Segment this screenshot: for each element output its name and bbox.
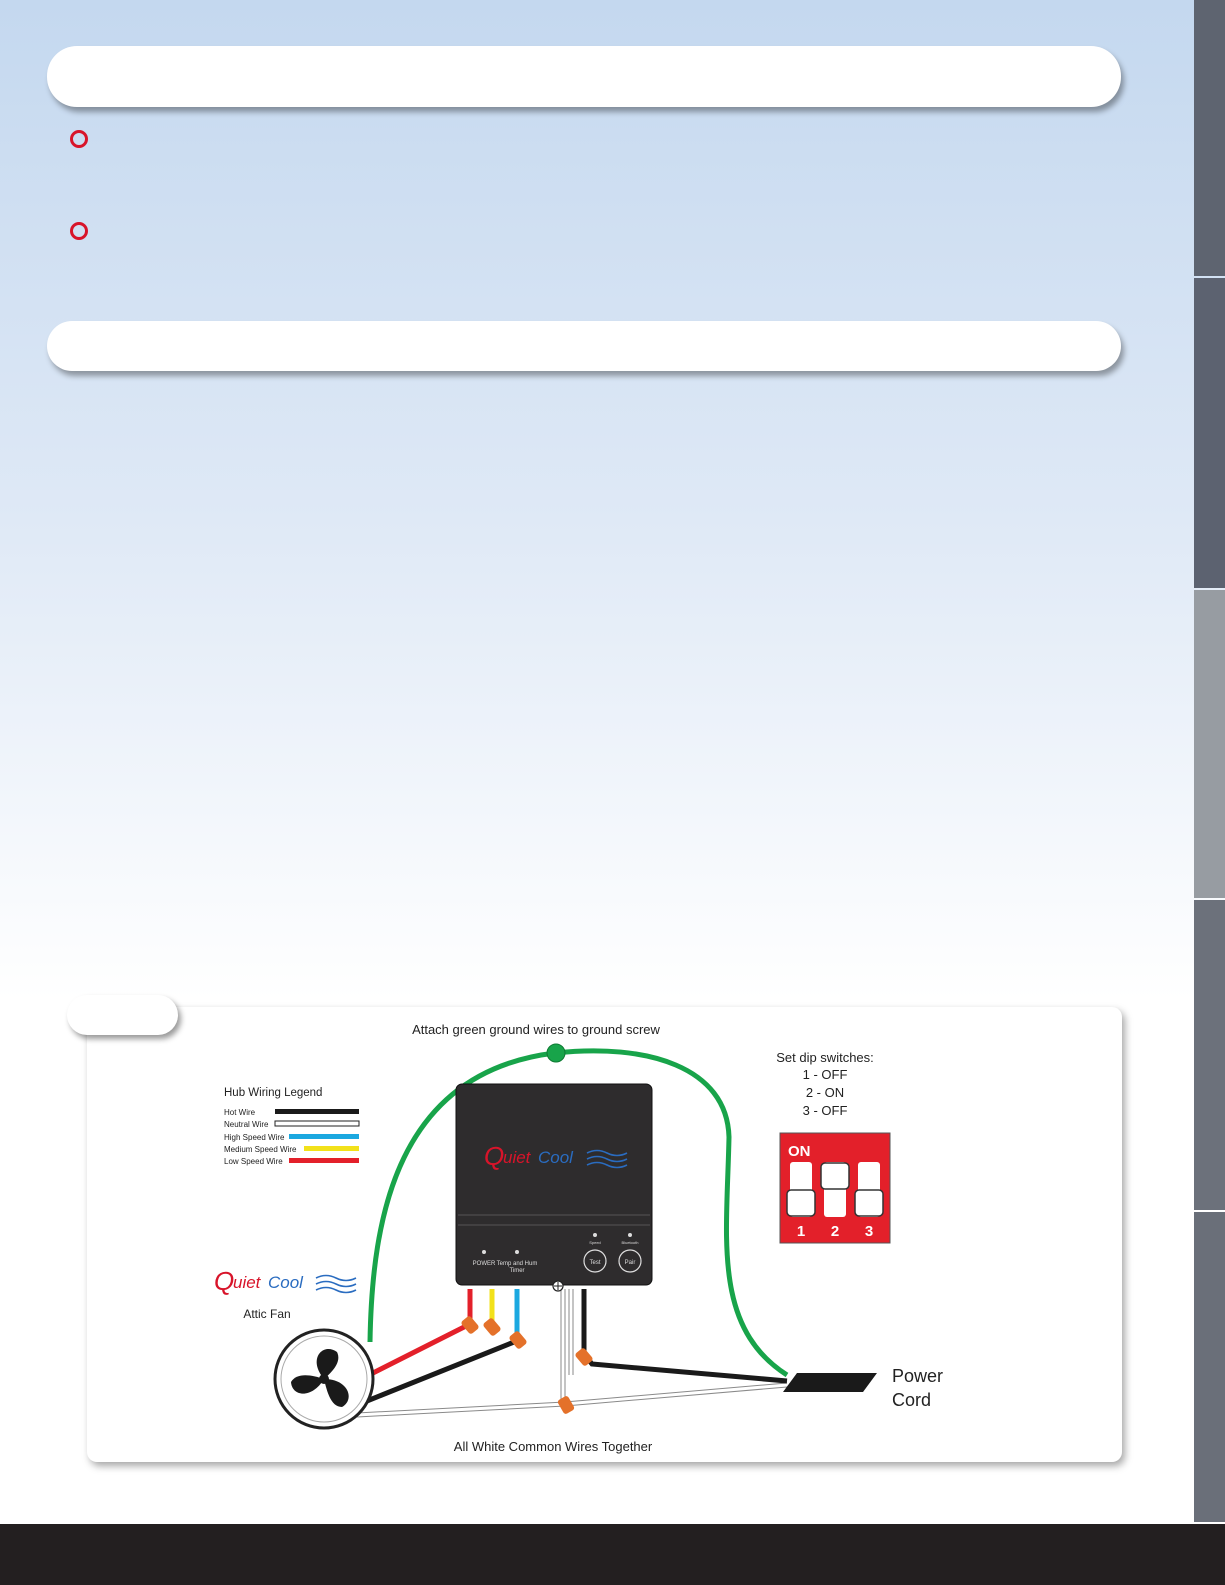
hub-brand-q: Q bbox=[484, 1141, 504, 1171]
side-tab-4[interactable] bbox=[1194, 900, 1225, 1210]
fan-logo-q: Q bbox=[214, 1266, 234, 1296]
footer-bar bbox=[0, 1524, 1225, 1585]
fan-logo-waves-icon bbox=[315, 1274, 357, 1294]
ground-wire bbox=[367, 1048, 789, 1378]
power-cord-label-line-2: Cord bbox=[892, 1390, 931, 1410]
dip-switch-3[interactable] bbox=[854, 1189, 884, 1217]
wire-nut-medium bbox=[483, 1318, 501, 1336]
hub-brand-cool: Cool bbox=[538, 1148, 574, 1167]
wiring-legend: Hub Wiring Legend Hot Wire Neutral Wire … bbox=[224, 1087, 360, 1166]
legend-title: Hub Wiring Legend bbox=[224, 1087, 322, 1099]
dip-switch-block: ON 1 2 3 bbox=[779, 1132, 891, 1244]
fan-logo-uiet: uiet bbox=[233, 1273, 262, 1292]
dip-on-label: ON bbox=[788, 1143, 811, 1160]
side-tab-5[interactable] bbox=[1194, 1212, 1225, 1522]
section-header-2 bbox=[47, 321, 1121, 371]
bullet-marker-2 bbox=[70, 222, 88, 240]
pair-button[interactable] bbox=[618, 1249, 642, 1273]
legend-neutral-swatch bbox=[274, 1120, 360, 1127]
power-cord bbox=[783, 1373, 877, 1392]
wire-nut-hot bbox=[575, 1348, 593, 1366]
attic-fan-icon bbox=[273, 1328, 375, 1430]
power-cord-label-line-1: Power bbox=[892, 1366, 943, 1386]
fan-logo-cool: Cool bbox=[268, 1273, 304, 1292]
dip-number-1: 1 bbox=[797, 1223, 805, 1240]
legend-medium-label: Medium Speed Wire bbox=[224, 1145, 297, 1154]
neutral-wire-hub-inner bbox=[561, 1289, 573, 1407]
hub-pair-label: Pair bbox=[625, 1260, 636, 1266]
legend-low-label: Low Speed Wire bbox=[224, 1157, 283, 1166]
hub-controller: Q uiet Cool POWER Temp and Hum Timer Spe… bbox=[455, 1083, 653, 1286]
test-button[interactable] bbox=[583, 1249, 607, 1273]
legend-hot-label: Hot Wire bbox=[224, 1108, 256, 1117]
dip-switch-1[interactable] bbox=[786, 1189, 816, 1217]
dip-number-2: 2 bbox=[831, 1223, 839, 1240]
figure-label-tab bbox=[67, 995, 178, 1035]
dip-setting-3: 3 - OFF bbox=[803, 1103, 848, 1118]
dip-title: Set dip switches: bbox=[776, 1050, 874, 1065]
wire-nut-high bbox=[509, 1331, 527, 1349]
wiring-diagram: Power Cord Q uiet Cool POWER Temp and Hu… bbox=[214, 1022, 943, 1454]
common-note: All White Common Wires Together bbox=[454, 1439, 653, 1454]
hot-wire-hub bbox=[581, 1289, 788, 1384]
dip-number-3: 3 bbox=[865, 1223, 873, 1240]
bluetooth-led bbox=[628, 1233, 632, 1237]
legend-medium-swatch bbox=[304, 1146, 359, 1151]
side-tab-3[interactable] bbox=[1194, 590, 1225, 898]
side-tab-2[interactable] bbox=[1194, 278, 1225, 588]
hub-power-label: POWER bbox=[473, 1261, 496, 1267]
bullet-marker-1 bbox=[70, 130, 88, 148]
wire-nut-neutral bbox=[557, 1396, 575, 1414]
hub-test-label: Test bbox=[589, 1260, 600, 1266]
legend-low-swatch bbox=[289, 1158, 359, 1163]
wire-nut-low bbox=[461, 1316, 479, 1334]
hub-temp-label: Temp and Hum bbox=[497, 1261, 538, 1267]
ground-screw-icon bbox=[546, 1043, 566, 1063]
dip-setting-2: 2 - ON bbox=[806, 1085, 844, 1100]
legend-high-swatch bbox=[289, 1134, 359, 1139]
hub-timer-label: Timer bbox=[509, 1268, 524, 1274]
hub-brand-waves-icon bbox=[586, 1149, 628, 1169]
dip-setting-1: 1 - OFF bbox=[803, 1067, 848, 1082]
section-header-1 bbox=[47, 46, 1121, 107]
hub-speed-label: Speed bbox=[589, 1240, 601, 1245]
ground-note: Attach green ground wires to ground scre… bbox=[412, 1022, 660, 1037]
temp-led bbox=[515, 1250, 519, 1254]
low-speed-wire bbox=[367, 1289, 474, 1378]
speed-led bbox=[593, 1233, 597, 1237]
legend-neutral-label: Neutral Wire bbox=[224, 1120, 269, 1129]
attic-fan-label: Attic Fan bbox=[243, 1307, 290, 1321]
side-tab-1[interactable] bbox=[1194, 0, 1225, 276]
hub-brand-uiet: uiet bbox=[503, 1148, 532, 1167]
ground-screw-terminal-icon bbox=[552, 1280, 564, 1292]
power-led bbox=[482, 1250, 486, 1254]
hot-wire-fan bbox=[356, 1337, 520, 1408]
hub-bluetooth-label: Bluetooth bbox=[622, 1240, 639, 1245]
legend-hot-swatch bbox=[275, 1109, 359, 1114]
dip-switch-2[interactable] bbox=[820, 1162, 850, 1190]
legend-high-label: High Speed Wire bbox=[224, 1133, 285, 1142]
